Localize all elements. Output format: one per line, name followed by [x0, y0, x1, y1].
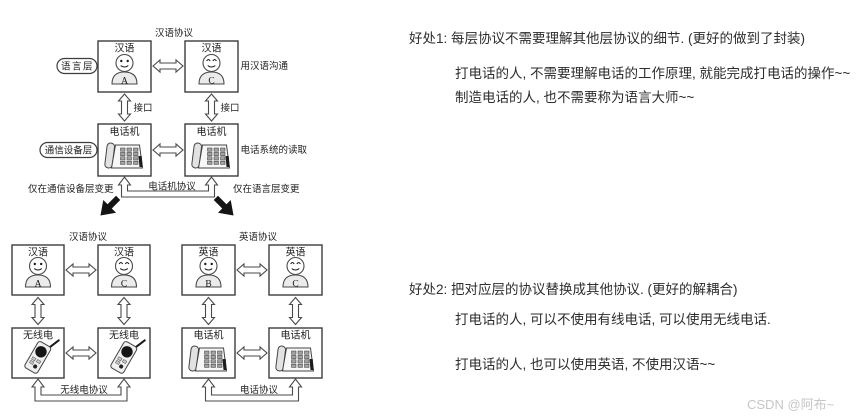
double-arrow-icon — [152, 143, 184, 157]
double-arrow-icon — [236, 346, 268, 360]
benefit2-heading: 好处2: 把对应层的协议替换成其他协议. (更好的解耦合) — [409, 282, 738, 297]
interface-arrow-icon — [117, 93, 132, 122]
protocol-bracket-icon — [117, 176, 219, 198]
change-note-left: 仅在通信设备层变更 — [28, 183, 114, 195]
layer-pill-language-label: 语言层 — [61, 61, 94, 73]
double-arrow-icon — [65, 346, 97, 360]
scene4-device-protocol-label: 电话协议 — [240, 384, 279, 396]
telephone-icon — [187, 345, 228, 372]
person-b-letter: B — [205, 280, 211, 290]
interface-label-right: 接口 — [221, 102, 240, 114]
protocol-bracket-icon — [201, 378, 303, 402]
telephone-icon — [190, 142, 231, 169]
scene4-protocol-label: 英语协议 — [239, 231, 278, 243]
telephone-icon — [103, 142, 144, 169]
change-note-right: 仅在语言层变更 — [233, 183, 300, 195]
csdn-watermark: CSDN @阿布~ — [747, 397, 835, 412]
person-a-letter: A — [121, 77, 128, 87]
radio-box-left-title: 无线电 — [23, 329, 53, 342]
person-box-a-title: 汉语 — [28, 247, 48, 259]
scene3-protocol-label: 汉语协议 — [69, 231, 108, 243]
layer-pill-device-label: 通信设备层 — [45, 145, 93, 157]
interface-arrow-icon — [31, 296, 45, 326]
person-c-letter: C — [208, 77, 214, 87]
benefit1-line2: 制造电话的人, 也不需要称为语言大师~~ — [455, 90, 695, 105]
double-arrow-icon — [152, 59, 184, 73]
phone-box-right-title: 电话机 — [281, 329, 311, 342]
interface-arrow-icon — [288, 296, 303, 326]
person-box-c-title: 英语 — [286, 246, 306, 259]
person-box-a-title: 汉语 — [115, 43, 135, 55]
scene2-note: 电话系统的读取 — [241, 144, 308, 156]
interface-arrow-icon — [204, 93, 219, 122]
benefit1-heading: 好处1: 每层协议不需要理解其他层协议的细节. (更好的做到了封装) — [409, 31, 806, 46]
interface-label-left: 接口 — [134, 102, 153, 114]
person-c-letter: C — [121, 280, 127, 290]
person-box-c-title: 汉语 — [114, 247, 134, 259]
radio-box-right-title: 无线电 — [109, 329, 139, 342]
benefit2-line1: 打电话的人, 可以不使用有线电话, 可以使用无线电话. — [455, 312, 771, 327]
scene1-note: 用汉语沟通 — [241, 60, 289, 72]
person-box-c-title: 汉语 — [202, 43, 222, 55]
layer-pill-device — [39, 141, 98, 159]
person-c-letter: C — [292, 280, 298, 290]
double-arrow-icon — [65, 263, 97, 277]
benefit2-line2: 打电话的人, 也可以使用英语, 不使用汉语~~ — [455, 357, 716, 372]
telephone-icon — [274, 345, 315, 372]
protocol-layering-diagram: 汉语协议 汉语 A 汉语 C 语言层 用汉语沟通 接口 接口 电话机 电话机 通… — [11, 27, 323, 402]
black-arrow-down-left-icon — [94, 191, 125, 222]
scene1-protocol-label: 汉语协议 — [155, 27, 194, 39]
scene3-device-protocol-label: 无线电协议 — [60, 384, 108, 396]
person-a-letter: A — [35, 280, 42, 290]
interface-arrow-icon — [117, 296, 131, 326]
double-arrow-icon — [236, 263, 268, 277]
interface-arrow-icon — [201, 296, 216, 326]
person-box-b-title: 英语 — [199, 246, 219, 259]
benefit1-line1: 打电话的人, 不需要理解电话的工作原理, 就能完成打电话的操作~~ — [455, 66, 851, 81]
phone-box-right-title: 电话机 — [197, 125, 227, 138]
layer-pill-language — [56, 57, 98, 75]
scene2-protocol-label: 电话机协议 — [148, 181, 196, 193]
phone-box-left-title: 电话机 — [110, 125, 140, 138]
phone-box-left-title: 电话机 — [194, 329, 224, 342]
protocol-bracket-icon — [30, 378, 132, 402]
